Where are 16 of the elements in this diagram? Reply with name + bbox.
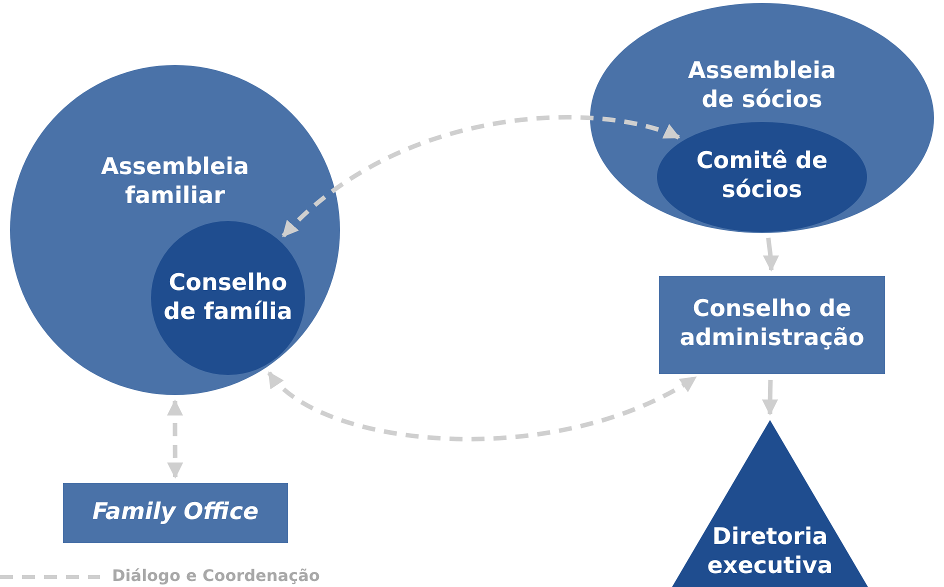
node-label: Conselho de administração <box>678 295 866 353</box>
node-label: Conselho de família <box>162 269 294 327</box>
process-box <box>63 483 288 543</box>
node-label: Family Office <box>91 498 260 527</box>
process-box <box>659 276 885 374</box>
dashed-arrow <box>267 371 697 441</box>
node-label: Diretoria executiva <box>706 523 834 581</box>
node-label: Comitê de sócios <box>695 147 829 205</box>
arrow <box>762 380 778 416</box>
dashed-arrow <box>282 115 680 238</box>
node-label: Assembleia familiar <box>100 153 250 211</box>
dashed-arrow <box>166 399 184 479</box>
arrow <box>762 238 780 272</box>
node-label: Assembleia de sócios <box>686 57 838 115</box>
triangle-node <box>672 420 868 587</box>
legend-text: Diálogo e Coordenação <box>112 566 320 585</box>
